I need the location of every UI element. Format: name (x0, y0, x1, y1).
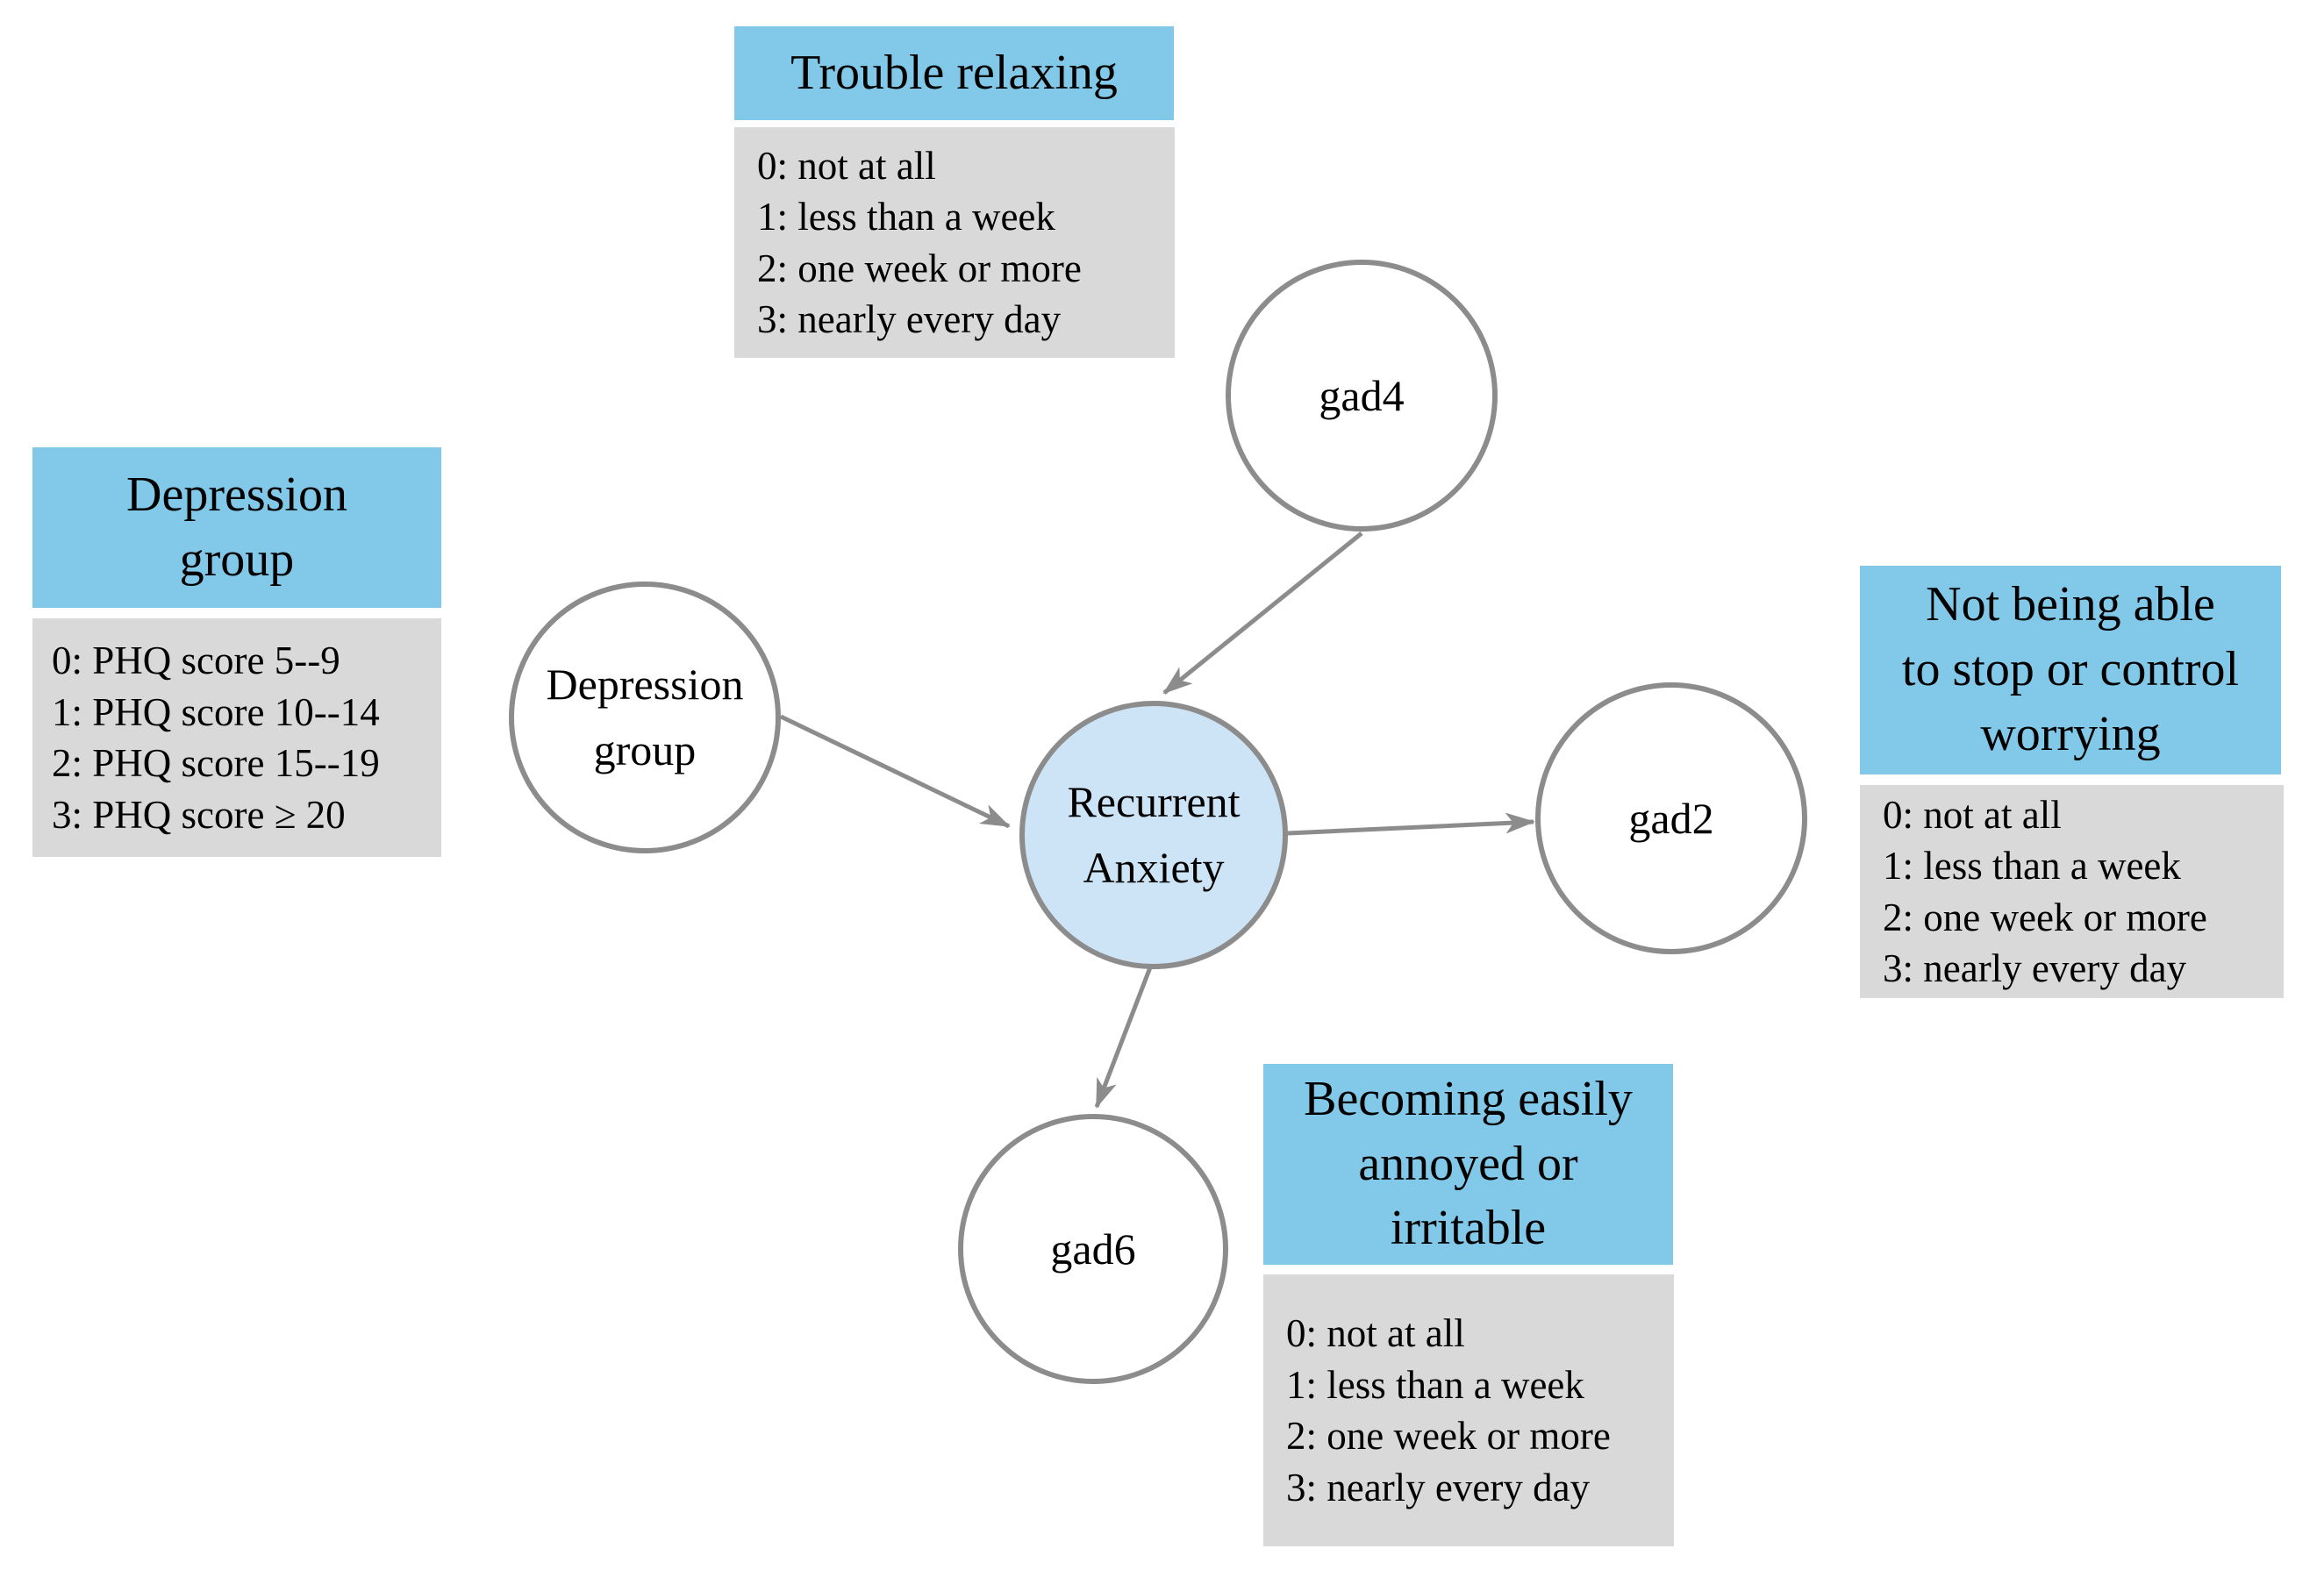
list-item: 0: not at all (1883, 792, 2062, 837)
annotation-title: Depression group (126, 467, 347, 587)
annotation-list-trouble-relaxing: 0: not at all 1: less than a week 2: one… (734, 127, 1175, 358)
node-depression-group-label: Depression group (546, 660, 744, 774)
annotation-header-becoming-easily: Becoming easily annoyed or irritable (1263, 1064, 1673, 1265)
node-gad2: gad2 (1535, 682, 1807, 954)
edge-depression-group-to-recurrent-anxiety (779, 714, 1011, 829)
node-gad4: gad4 (1226, 260, 1498, 532)
node-recurrent-anxiety-label: Recurrent Anxiety (1067, 777, 1241, 892)
list-item: 3: PHQ score ≥ 20 (52, 792, 346, 837)
list-item: 1: less than a week (1286, 1362, 1584, 1407)
annotation-title: Becoming easily annoyed or irritable (1304, 1071, 1633, 1256)
list-item: 3: nearly every day (1883, 946, 2187, 990)
node-gad6: gad6 (958, 1114, 1228, 1384)
list-item: 1: PHQ score 10--14 (52, 689, 380, 734)
annotation-header-trouble-relaxing: Trouble relaxing (734, 26, 1174, 120)
list-item: 1: less than a week (1883, 844, 2181, 888)
node-gad6-label: gad6 (1050, 1224, 1136, 1274)
annotation-list-becoming-easily: 0: not at all 1: less than a week 2: one… (1263, 1274, 1674, 1546)
node-gad2-label: gad2 (1628, 793, 1714, 843)
list-item: 2: one week or more (1286, 1414, 1611, 1458)
edge-recurrent-anxiety-to-gad2 (1287, 812, 1535, 836)
annotation-header-depression-group: Depression group (32, 447, 441, 608)
annotation-title: Not being able to stop or control worryi… (1901, 577, 2240, 761)
list-item: 2: one week or more (757, 246, 1082, 290)
annotation-title: Trouble relaxing (790, 45, 1118, 100)
list-item: 2: one week or more (1883, 895, 2207, 939)
annotation-list-not-being-able: 0: not at all 1: less than a week 2: one… (1860, 785, 2284, 998)
list-item: 3: nearly every day (1286, 1465, 1591, 1509)
list-item: 0: PHQ score 5--9 (52, 639, 340, 682)
node-gad4-label: gad4 (1319, 370, 1405, 420)
edge-gad4-to-recurrent-anxiety (1162, 532, 1363, 695)
node-depression-group: Depression group (509, 582, 781, 853)
edge-recurrent-anxiety-to-gad6 (1094, 967, 1153, 1109)
annotation-list-depression-group: 0: PHQ score 5--9 1: PHQ score 10--14 2:… (32, 618, 441, 857)
node-recurrent-anxiety: Recurrent Anxiety (1019, 701, 1288, 969)
list-item: 3: nearly every day (757, 297, 1062, 341)
annotation-header-not-being-able: Not being able to stop or control worryi… (1860, 566, 2281, 774)
list-item: 0: not at all (1286, 1311, 1465, 1355)
list-item: 1: less than a week (757, 195, 1055, 239)
list-item: 2: PHQ score 15--19 (52, 741, 380, 785)
list-item: 0: not at all (757, 143, 936, 188)
